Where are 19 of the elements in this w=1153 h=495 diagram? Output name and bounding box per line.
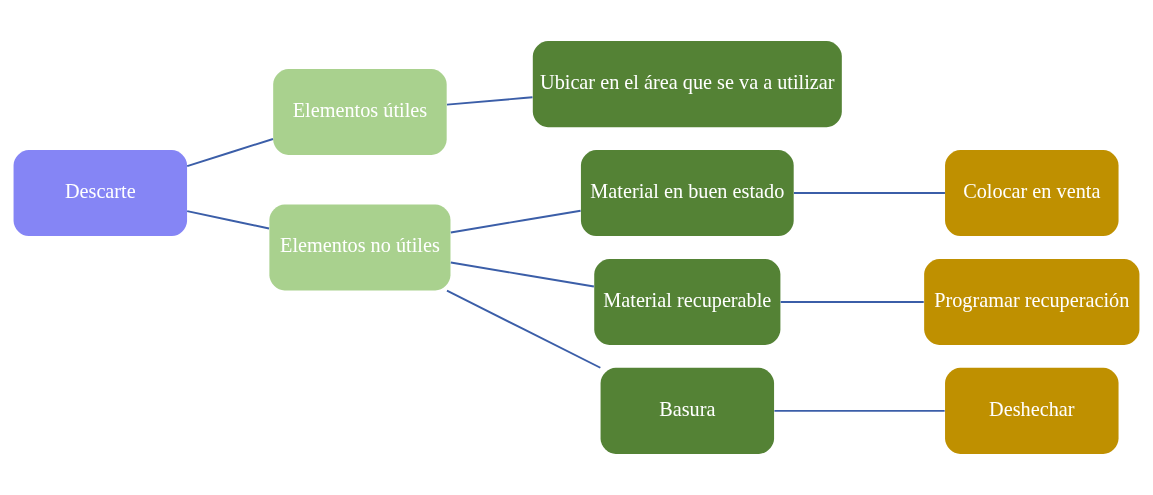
connector [446,289,602,369]
connector [793,192,946,194]
connector [186,138,274,167]
connector [449,261,595,288]
node-box: Colocar en venta [945,150,1119,237]
connector [449,209,582,234]
node-box: Elementos no útiles [269,204,451,291]
node-box: Ubicar en el área que se va a utilizar [532,41,842,128]
connector [779,301,925,303]
node-box: Material recuperable [594,258,781,345]
node-box: Descarte [13,150,188,237]
node-box: Material en buen estado [580,150,794,237]
connector [186,210,270,230]
node-box: Basura [600,367,775,454]
node-box: Elementos útiles [273,68,447,156]
node-box: Deshechar [945,367,1119,454]
node-box: Programar recuperación [924,258,1140,345]
connector [446,96,534,106]
connector [773,409,946,412]
